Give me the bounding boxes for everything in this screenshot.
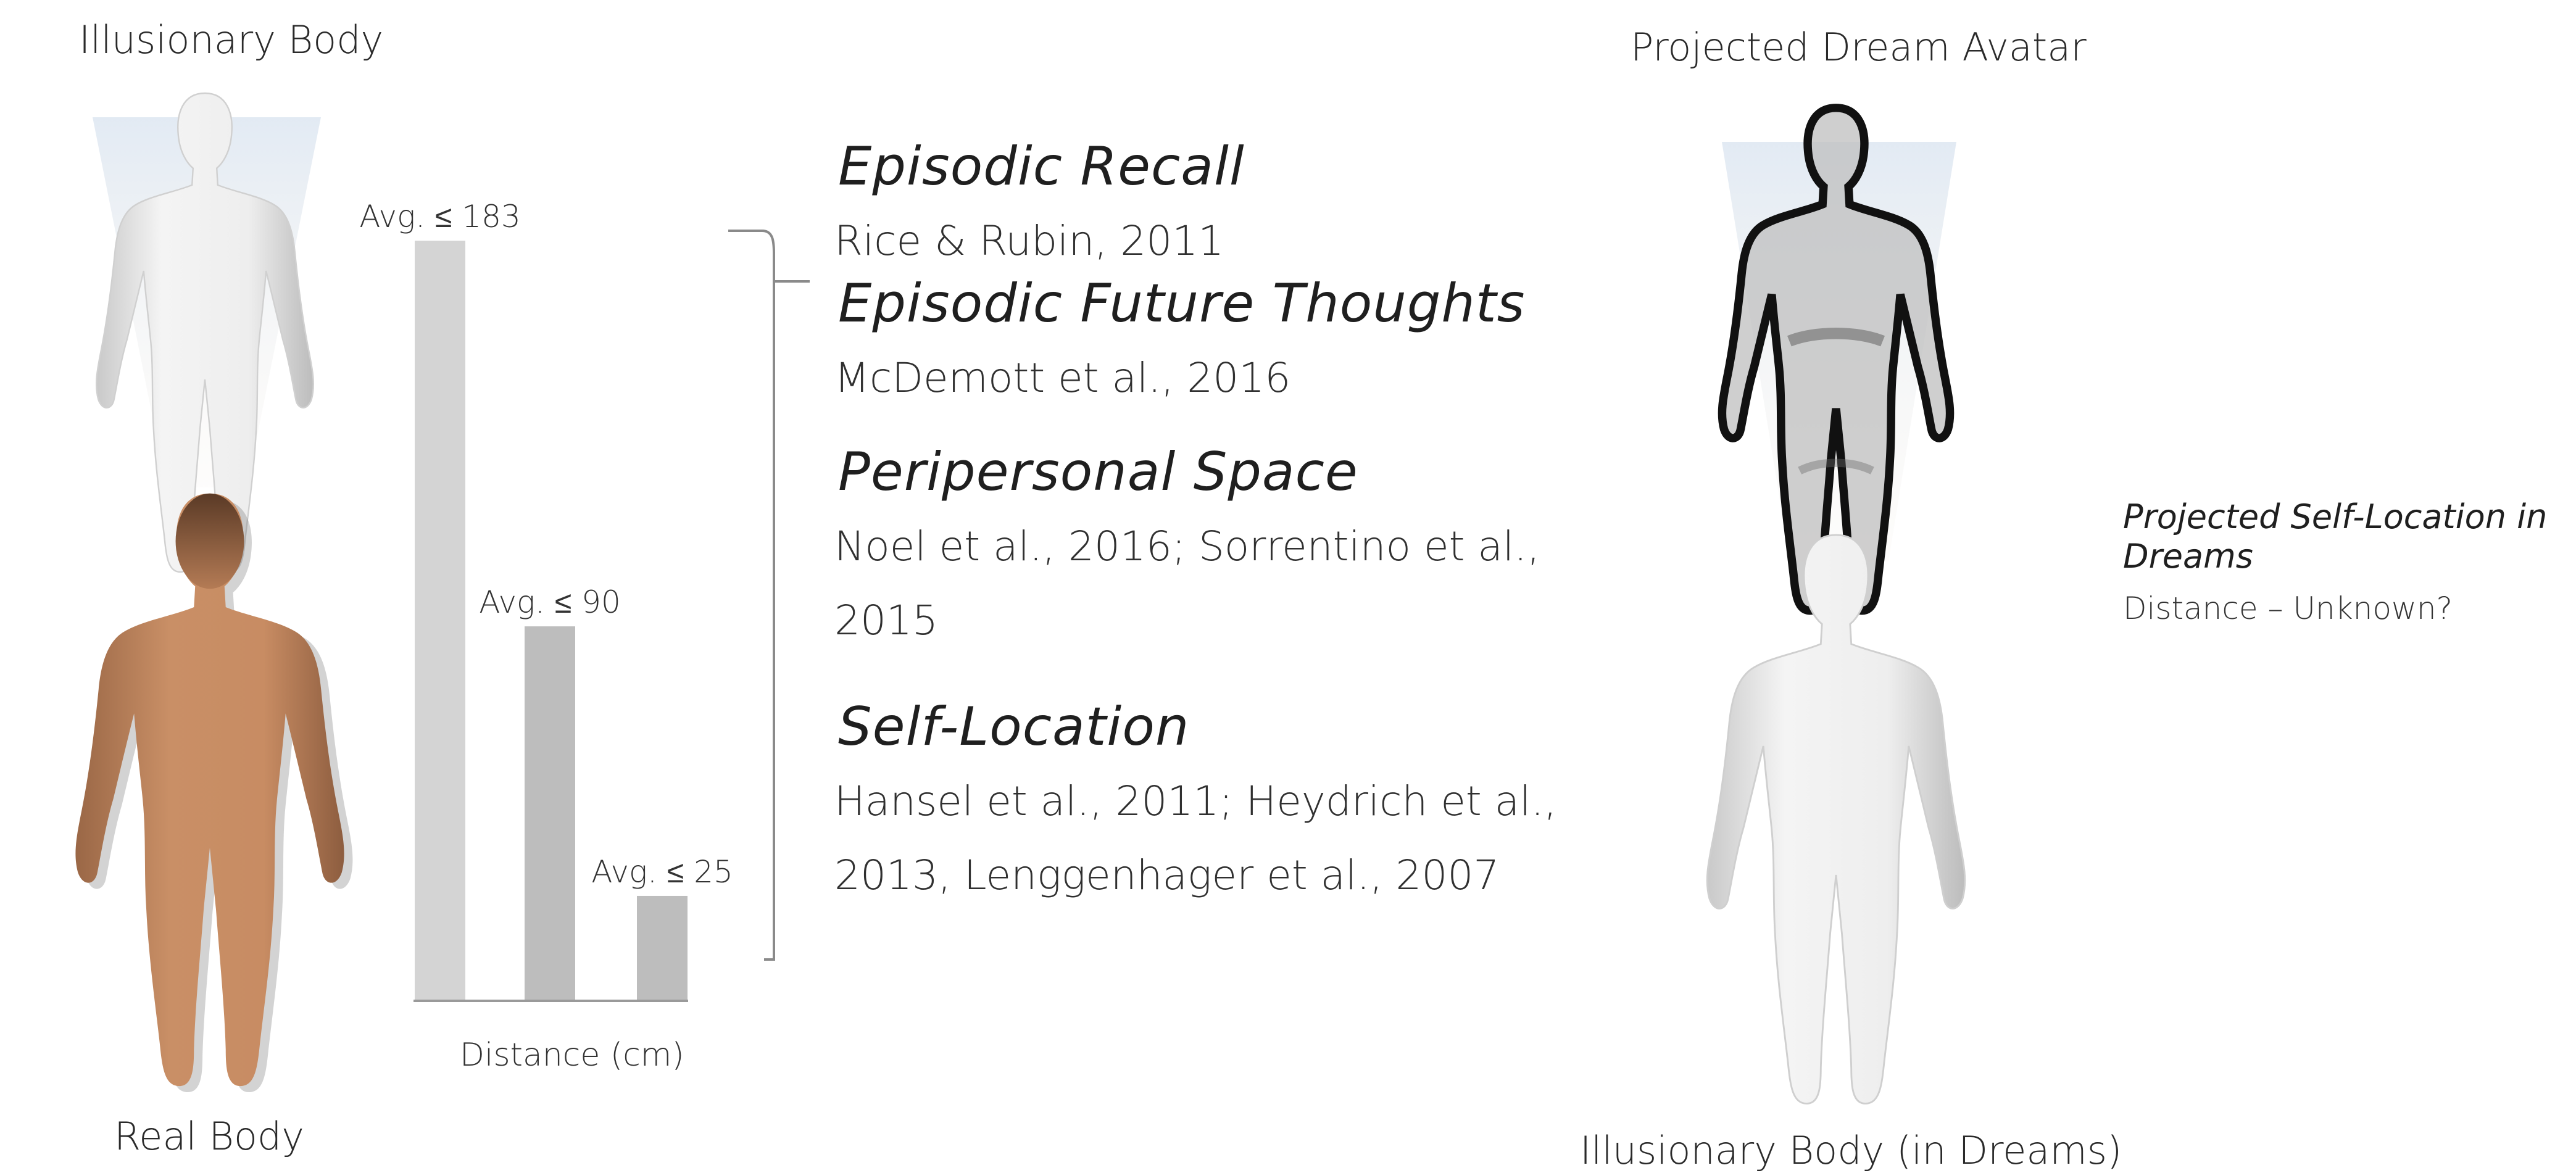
concept-title-self-location: Self-Location	[838, 696, 1189, 758]
concept-citation-peripersonal-line1: Noel et al., 2016; Sorrentino et al.,	[834, 509, 1540, 584]
bar-3	[637, 896, 688, 1000]
illusionary-body-dreams-label: Illusionary Body (in Dreams)	[1580, 1128, 2122, 1173]
bar-2	[525, 626, 575, 1000]
bar-1	[415, 241, 465, 1000]
projected-self-location-distance: Distance – Unknown?	[2123, 591, 2453, 626]
projected-self-location-title: Projected Self-Location in Dreams	[2123, 497, 2555, 576]
concept-citation-episodic-future-thoughts: McDemott et al., 2016	[834, 341, 1290, 416]
concept-citation-self-location-line2: 2013, Lenggenhager et al., 2007	[834, 838, 1499, 913]
concept-title-episodic-future-thoughts: Episodic Future Thoughts	[838, 273, 1525, 334]
illusionary-body-dreams-figure	[1679, 523, 1993, 1109]
concept-citation-episodic-recall: Rice & Rubin, 2011	[834, 204, 1224, 279]
illusionary-body-label: Illusionary Body	[79, 17, 383, 62]
bar-value-label-2: Avg. ≤ 90	[479, 584, 621, 620]
real-body-figure	[43, 481, 376, 1092]
concept-title-peripersonal-space: Peripersonal Space	[838, 441, 1358, 503]
chart-x-axis-label: Distance (cm)	[460, 1037, 684, 1074]
bar-value-label-3: Avg. ≤ 25	[591, 854, 733, 890]
concept-citation-self-location-line1: Hansel et al., 2011; Heydrich et al.,	[834, 764, 1557, 839]
group-bracket	[728, 228, 821, 963]
bar-value-label-1: Avg. ≤ 183	[359, 199, 520, 234]
concept-title-episodic-recall: Episodic Recall	[838, 136, 1245, 197]
real-body-label: Real Body	[114, 1114, 304, 1159]
projected-dream-avatar-label: Projected Dream Avatar	[1631, 25, 2087, 70]
concept-citation-peripersonal-line2: 2015	[834, 583, 938, 658]
